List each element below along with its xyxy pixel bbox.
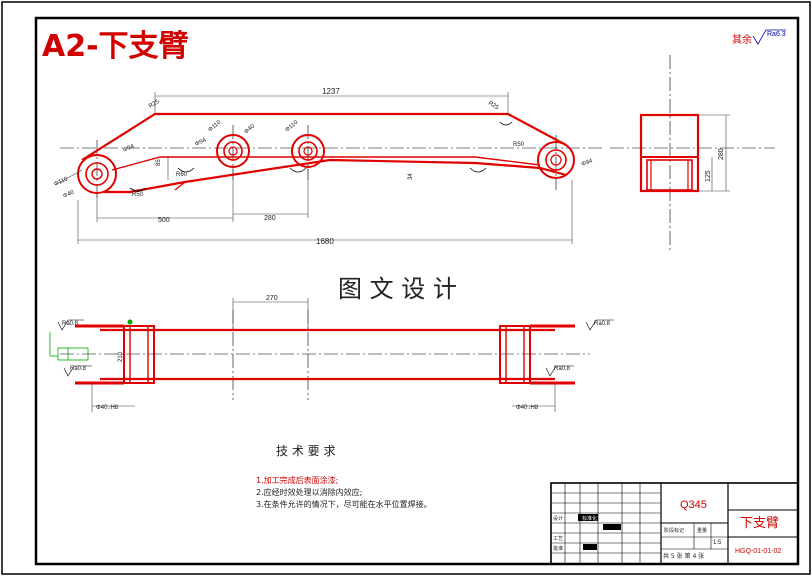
roughness-left-bot: Ra0.8 <box>70 366 87 372</box>
dim-overall-length: 1680 <box>316 237 334 246</box>
designer-label: 设计 <box>553 515 563 522</box>
roughness-left-top: Ra0.8 <box>62 321 79 327</box>
tech-note-1: 1.加工完成后表面涂漆; <box>256 475 338 485</box>
dim-hole-2: Φ40 <box>62 189 76 200</box>
dim-hole-5: Φ94 <box>122 143 136 154</box>
pin-boss-left <box>77 154 117 194</box>
tech-note-3: 3.在条件允许的情况下，尽可能在水平位置焊接。 <box>256 499 432 509</box>
dim-hole-7: Φ110 <box>284 119 299 133</box>
dim-hole-6: Φ94 <box>194 137 208 148</box>
dim-bottom-length: 270 <box>266 295 278 302</box>
title-block <box>550 482 799 565</box>
approve-label: 批准 <box>553 545 563 552</box>
front-view: 1237 1680 500 280 85 34 Φ110 Φ40 Φ94 Φ11… <box>53 87 605 246</box>
weight-label: 重量 <box>697 527 707 534</box>
process-label: 工艺 <box>553 536 563 542</box>
side-view: 280 125 <box>610 55 775 250</box>
part-name-label: 下支臂 <box>740 516 779 531</box>
scale-label: 1:5 <box>713 540 722 546</box>
roughness-right-bot: Ra0.8 <box>554 366 571 372</box>
dim-base-length: 500 <box>158 217 170 224</box>
dim-hole-3: Φ110 <box>207 119 222 133</box>
pin-boss-right <box>537 141 575 179</box>
dim-radius-1: R25 <box>148 99 161 110</box>
tech-note-2: 2.应经时效处理以消除内效应; <box>256 487 362 497</box>
dim-hole-8: Φ94 <box>581 158 594 168</box>
stage-label: 阶段标记 <box>664 527 684 534</box>
dim-mid-length: 280 <box>264 215 276 222</box>
drawing-title: A2-下支臂 <box>42 29 189 64</box>
tech-requirements-title: 技 术 要 求 <box>276 444 335 458</box>
dim-section-inner: 125 <box>705 170 712 182</box>
dim-right-height: 34 <box>408 173 414 180</box>
dim-top-length: 1237 <box>322 87 340 96</box>
dim-hole-1: Φ110 <box>53 176 69 188</box>
dim-radius-5: R50 <box>513 142 525 148</box>
surface-roughness: Ra6.3 <box>767 31 786 38</box>
bottom-view: 270 210 Ra0.8 Ra0.8 Ra0.8 Ra0.8 Φ40↓H8 Φ… <box>49 295 614 412</box>
surface-note: 其余 <box>732 33 752 46</box>
roughness-right-top: Ra0.8 <box>594 321 611 327</box>
dim-radius-4: R50 <box>132 192 144 198</box>
bore-right: Φ40↓H8 <box>516 405 539 411</box>
drawing-frame <box>34 16 800 566</box>
drawing-number-label: HGQ-01-01-02 <box>735 548 781 555</box>
dim-radius-2: R25 <box>487 101 500 112</box>
sheet-info-label: 共 5 张 第 4 张 <box>663 552 704 560</box>
dim-bottom-height: 210 <box>118 351 124 362</box>
standard-label: 标准化 <box>582 515 597 522</box>
dim-radius-3: R60 <box>176 172 188 178</box>
dim-section-height: 280 <box>718 148 725 160</box>
watermark-text: 图 文 设 计 <box>338 275 457 303</box>
pin-boss-mid2 <box>291 134 325 168</box>
roughness-symbol <box>752 29 786 45</box>
bore-left: Φ40↓H8 <box>96 405 119 411</box>
pin-boss-mid1 <box>216 134 250 168</box>
material-label: Q345 <box>680 499 707 511</box>
dim-inner-height: 85 <box>156 159 162 166</box>
dim-hole-4: Φ40 <box>243 123 256 135</box>
